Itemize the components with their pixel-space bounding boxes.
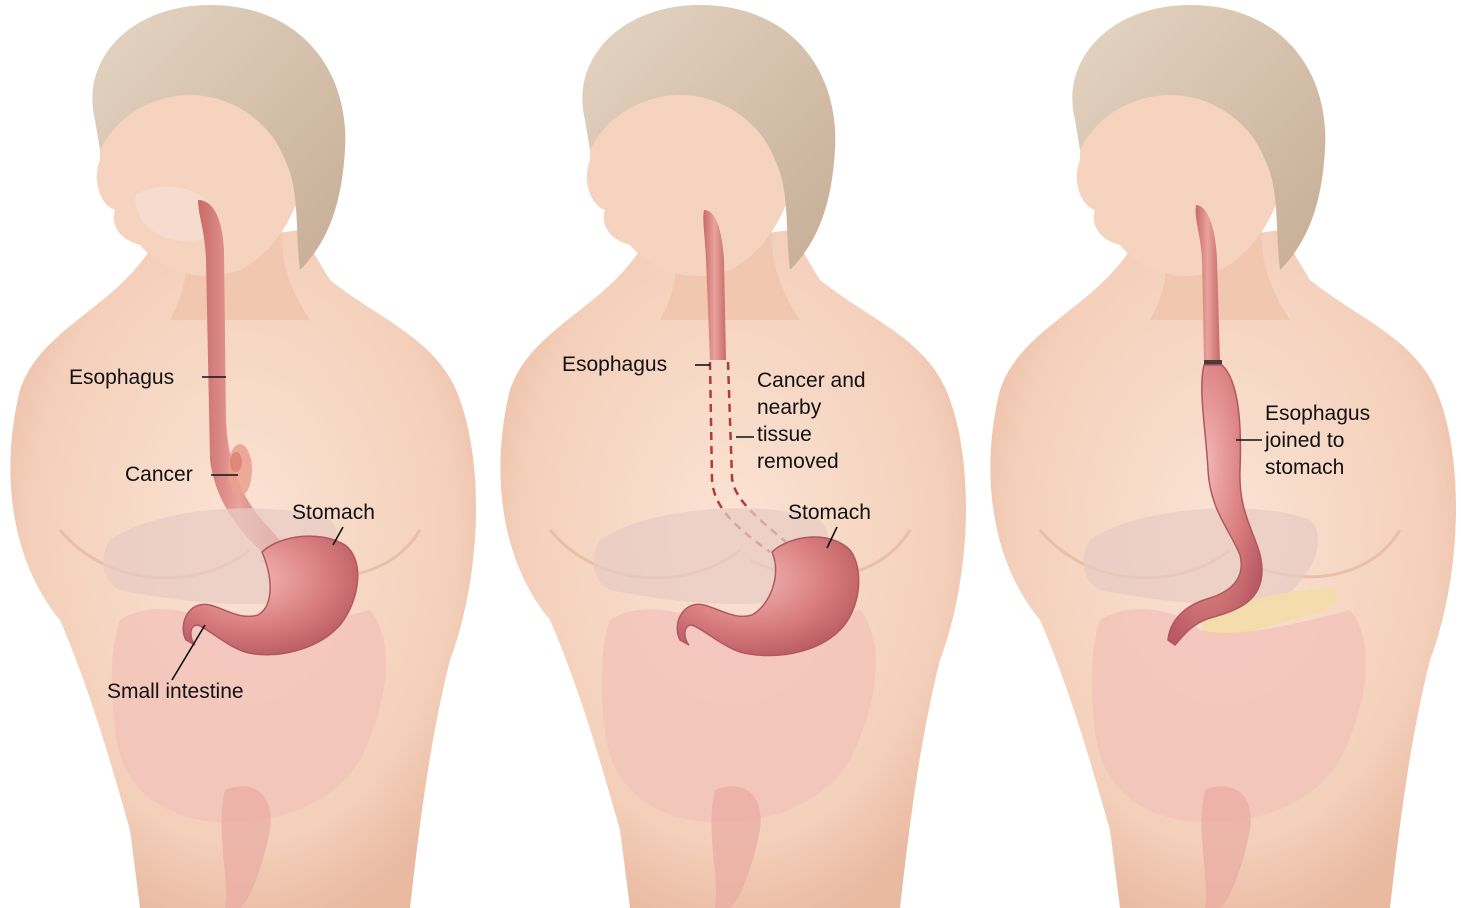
label-cancer: Cancer [125, 461, 193, 488]
label-stomach: Stomach [788, 499, 871, 526]
panel-1-original-anatomy [10, 5, 476, 908]
panel-3-reconstruction [990, 5, 1456, 908]
label-esophagus-joined-to-stomach: Esophagus joined to stomach [1265, 400, 1370, 481]
label-esophagus: Esophagus [562, 351, 667, 378]
panel-2-removal [500, 5, 966, 908]
label-stomach: Stomach [292, 499, 375, 526]
label-esophagus: Esophagus [69, 364, 174, 391]
label-cancer-removed: Cancer and nearby tissue removed [757, 367, 866, 475]
cancer-tumor [228, 444, 252, 496]
label-small-intestine: Small intestine [107, 678, 244, 705]
